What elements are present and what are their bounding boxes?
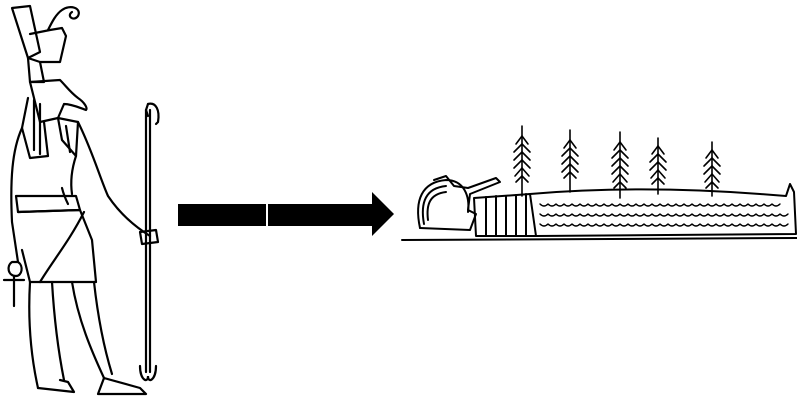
animal-head — [22, 80, 87, 158]
ankh-icon — [4, 262, 24, 306]
double-crown — [12, 6, 79, 82]
plant-sprout-icon — [514, 126, 530, 196]
god-figure — [4, 6, 158, 394]
plant-sprout-icon — [562, 130, 578, 192]
legs — [29, 282, 146, 394]
plant-sprout-icon — [704, 142, 720, 196]
mummy-head — [418, 176, 500, 230]
sprouting-plants — [514, 126, 720, 198]
plant-sprout-icon — [650, 138, 666, 194]
torso — [11, 122, 150, 262]
right-arrow-icon — [178, 192, 394, 236]
mummy-collar — [474, 194, 536, 236]
mummy-figure — [402, 176, 797, 240]
ground-line — [402, 238, 797, 240]
kilt — [18, 210, 96, 282]
mummy-wrap-pattern — [540, 204, 788, 226]
plant-sprout-icon — [612, 132, 628, 198]
